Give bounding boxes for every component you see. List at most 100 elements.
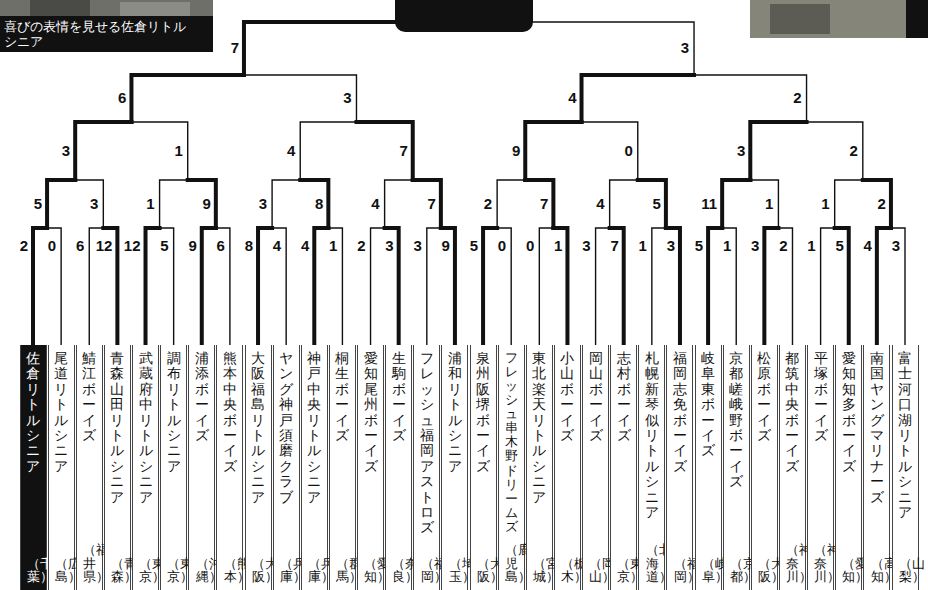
score-slot: 6 [75, 238, 85, 254]
team-box: 浦添ボーイズ（沖縄） [188, 345, 215, 590]
score: 4 [567, 90, 577, 106]
prefecture: （愛知） [364, 557, 377, 585]
team-name: 富士河口湖リトルシニア [898, 351, 912, 520]
prefecture: （宮城） [533, 557, 546, 585]
team-name: 南国ヤングマリナーズ [870, 351, 884, 505]
score: 3 [680, 40, 690, 56]
score: 5 [469, 238, 479, 254]
winner-line [75, 122, 131, 180]
score: 6 [117, 90, 127, 106]
winner-line [525, 122, 581, 180]
score-slot: 1 [173, 143, 183, 159]
score: 7 [230, 40, 240, 56]
bracket [33, 22, 905, 345]
team-box: フレッシュ福岡アストロズ（福岡） [413, 345, 440, 590]
score: 3 [258, 196, 268, 212]
team-box: 東北楽天リトルシニア（宮城） [526, 345, 553, 590]
score-slot: 5 [469, 238, 479, 254]
winner-line [33, 228, 47, 345]
score-slot: 9 [511, 143, 521, 159]
team-name: 浦和リトルシニア [448, 351, 462, 474]
prefecture: （群馬） [336, 557, 349, 585]
score-slot: 3 [412, 238, 422, 254]
score-slot: 4 [370, 196, 380, 212]
photo-caption-band: 喜びの表情を見せる佐倉リトルシニア [0, 16, 213, 52]
score: 0 [623, 143, 633, 159]
team-name: フレッシュ福岡アストロズ [420, 351, 434, 536]
bracket-line [300, 122, 356, 180]
winner-line [356, 122, 412, 180]
score-slot: 3 [342, 90, 352, 106]
bracket-line [497, 180, 525, 228]
score: 3 [412, 238, 422, 254]
winner-line [877, 228, 891, 345]
photo-caption: 喜びの表情を見せる佐倉リトルシニア [4, 19, 189, 49]
score-slot: 5 [694, 238, 704, 254]
score-slot: 0 [525, 238, 535, 254]
prefecture: （兵庫） [280, 557, 293, 585]
bracket-line [160, 180, 188, 228]
team-name: 松原ボーイズ [757, 351, 771, 443]
score-slot: 1 [553, 238, 563, 254]
score-slot: 3 [680, 40, 690, 56]
score: 3 [666, 238, 676, 254]
winner-line [638, 180, 666, 228]
team-box: 小山ボーイズ（栃木） [554, 345, 581, 590]
prefecture: （東京） [167, 557, 180, 585]
winner-line [385, 228, 399, 345]
score-slot: 7 [539, 196, 549, 212]
prefecture: （岐阜） [702, 557, 715, 585]
score-slot: 1 [145, 196, 155, 212]
winner-line [666, 228, 680, 345]
prefecture: （東京） [139, 557, 152, 585]
winner-line [131, 75, 244, 122]
bracket-line [131, 122, 187, 180]
winner-line [146, 228, 160, 345]
team-box: 青森山田リトルシニア（青森） [104, 345, 131, 590]
team-box: 調布リトルシニア（東京） [160, 345, 187, 590]
prefecture: （東京） [617, 557, 630, 585]
score-slot: 4 [567, 90, 577, 106]
team-box: 札幌新琴似リトルシニア（北海道） [638, 345, 665, 590]
score: 4 [272, 238, 282, 254]
score: 3 [581, 238, 591, 254]
score: 1 [820, 196, 830, 212]
score-slot: 3 [891, 238, 901, 254]
bracket-line [328, 228, 342, 345]
bracket-line [385, 180, 413, 228]
score: 2 [19, 238, 29, 254]
winner-line [525, 180, 553, 228]
score: 3 [384, 238, 394, 254]
winner-line [610, 228, 624, 345]
score-slot: 1 [328, 238, 338, 254]
team-name: 札幌新琴似リトルシニア [645, 351, 659, 520]
bracket-line [596, 228, 610, 345]
score-slot: 9 [187, 238, 197, 254]
score: 9 [511, 143, 521, 159]
team-box: 尾道リトルシニア（広島） [48, 345, 75, 590]
prefecture: （埼玉） [449, 557, 462, 585]
score: 5 [694, 238, 704, 254]
winner-line [553, 228, 567, 345]
prefecture: （兵庫） [308, 557, 321, 585]
photo-caption-strip [906, 0, 928, 38]
score-slot: 12 [123, 238, 142, 254]
team-box: 熊本中央ボーイズ（熊本） [216, 345, 243, 590]
prefecture: （福井県） [83, 543, 96, 584]
score: 12 [123, 238, 142, 254]
score-slot: 2 [778, 238, 788, 254]
score: 0 [525, 238, 535, 254]
team-box: 京都嵯峨野ボーイズ（京都） [723, 345, 750, 590]
team-name: 小山ボーイズ [560, 351, 574, 443]
score-slot: 3 [258, 196, 268, 212]
bracket-line [539, 228, 553, 345]
prefecture: （青森） [111, 557, 124, 585]
score: 1 [553, 238, 563, 254]
score-slot: 5 [834, 238, 844, 254]
winner-line [764, 228, 778, 345]
team-box: 福岡志免ボーイズ（福岡） [666, 345, 693, 590]
team-name: 熊本中央ボーイズ [223, 351, 237, 474]
team-name: 志村ボーイズ [617, 351, 631, 443]
bracket-line [610, 180, 638, 228]
score-slot: 6 [117, 90, 127, 106]
